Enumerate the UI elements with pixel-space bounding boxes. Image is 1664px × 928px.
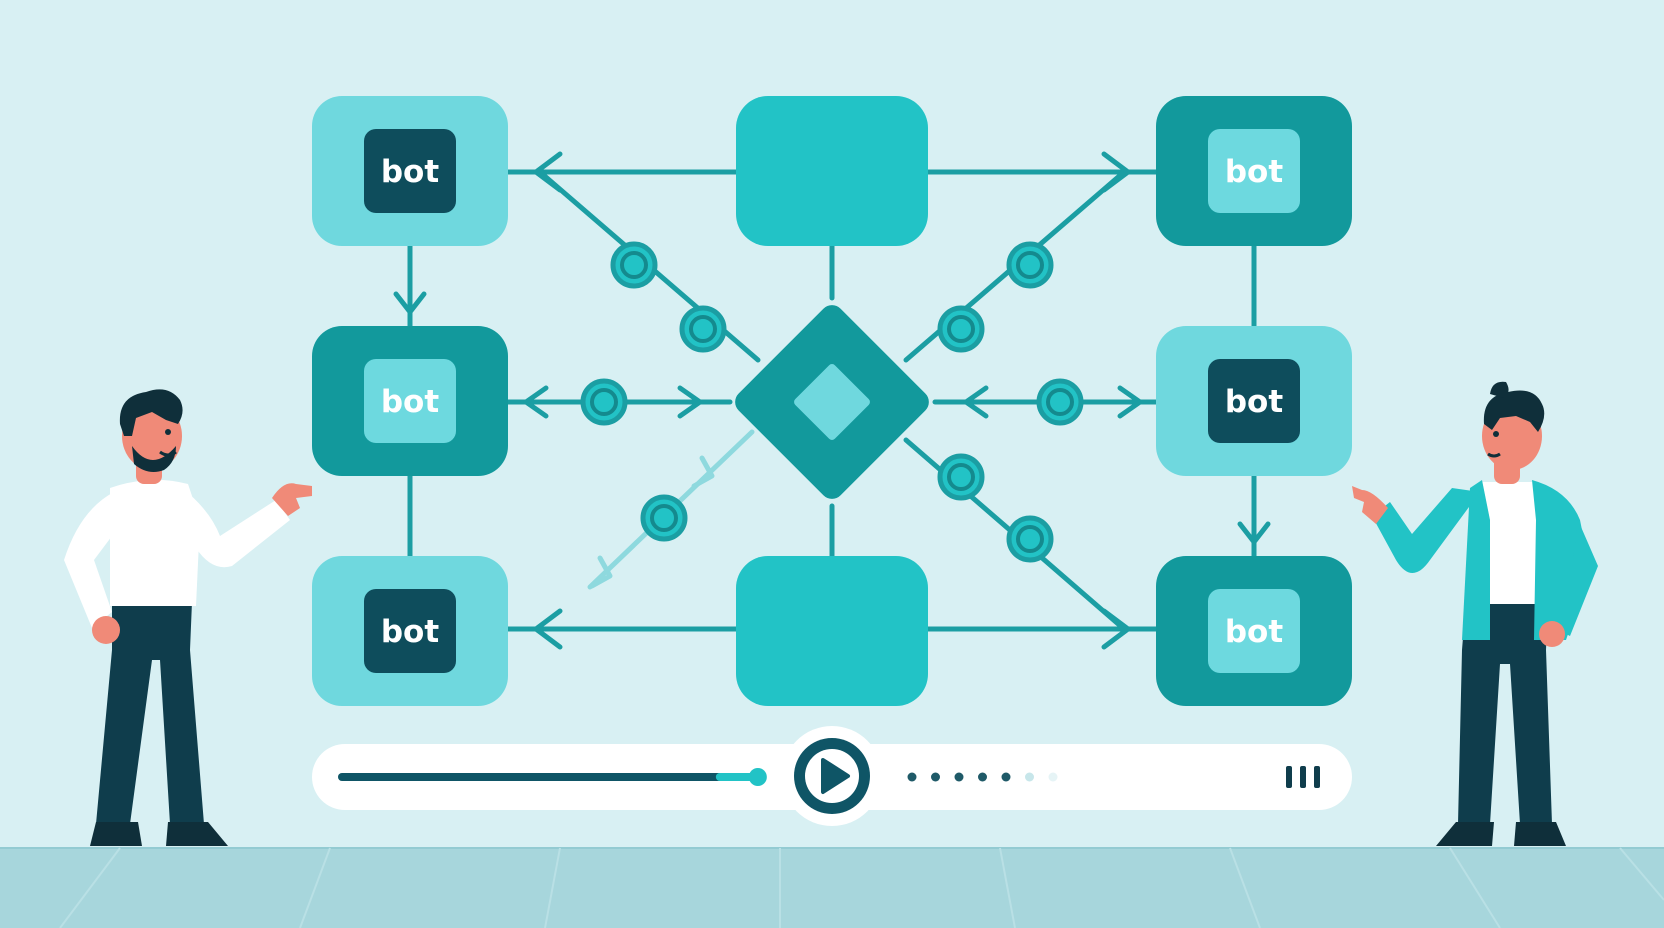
bot-node-top-right[interactable]: bot xyxy=(1156,96,1352,246)
bot-node-top-left[interactable]: bot xyxy=(312,96,508,246)
bot-chip xyxy=(1208,359,1300,443)
junction-dot xyxy=(679,305,727,353)
progress-dot xyxy=(1025,772,1034,782)
arrow-top-right-icon xyxy=(1101,151,1131,193)
play-icon xyxy=(821,758,850,794)
progress-dot xyxy=(978,772,987,782)
bot-node-middle-right[interactable]: bot xyxy=(1156,326,1352,476)
junction-dot xyxy=(937,305,985,353)
bot-chip xyxy=(1208,589,1300,673)
media-player-bar xyxy=(312,726,1352,826)
dot-indicators xyxy=(907,772,1058,782)
presenter-left xyxy=(64,389,312,846)
junction-dot xyxy=(937,453,985,501)
junction-dot xyxy=(1006,515,1054,563)
junction-dot xyxy=(1006,241,1054,289)
arrow-left-down-icon xyxy=(393,291,427,315)
progress-dot xyxy=(1048,772,1058,782)
connector-dots xyxy=(580,241,1084,563)
progress-dot xyxy=(1001,772,1011,782)
pause-bars-icon[interactable] xyxy=(1286,766,1320,788)
junction-dot xyxy=(1036,378,1084,426)
arrow-middle-left-in-icon xyxy=(677,385,703,419)
bot-label: bot xyxy=(1225,614,1283,650)
arrow-bottom-left-icon xyxy=(533,608,563,650)
bot-chip xyxy=(364,359,456,443)
progress-dot xyxy=(931,772,940,782)
progress-knob[interactable] xyxy=(748,768,767,786)
bot-chip xyxy=(364,129,456,213)
arrow-middle-right-in-icon xyxy=(963,385,989,419)
blank-node-top-center[interactable] xyxy=(736,96,928,246)
arrow-middle-right-out-icon xyxy=(1117,385,1143,419)
arrow-right-down-icon xyxy=(1237,521,1271,545)
bot-node-bottom-right[interactable]: bot xyxy=(1156,556,1352,706)
junction-dot xyxy=(610,241,658,289)
bot-label: bot xyxy=(381,384,439,420)
bot-chip xyxy=(1208,129,1300,213)
bot-label: bot xyxy=(1225,154,1283,190)
bot-label: bot xyxy=(1225,384,1283,420)
progress-dot xyxy=(954,772,964,782)
bot-node-middle-left[interactable]: bot xyxy=(312,326,508,476)
arrow-top-left-icon xyxy=(533,151,563,193)
junction-dot xyxy=(640,494,688,542)
bot-chip xyxy=(364,589,456,673)
bot-label: bot xyxy=(381,154,439,190)
arrowheads xyxy=(393,151,1271,650)
junction-dot xyxy=(580,378,628,426)
central-hub-diamond[interactable] xyxy=(730,300,934,504)
presenter-right xyxy=(1352,381,1598,846)
arrow-bottom-right-icon xyxy=(1101,608,1131,650)
arrow-middle-left-out-icon xyxy=(523,385,549,419)
play-button[interactable] xyxy=(782,726,882,826)
bot-node-bottom-left[interactable]: bot xyxy=(312,556,508,706)
bot-label: bot xyxy=(381,614,439,650)
blank-node-bottom-center[interactable] xyxy=(736,556,928,706)
progress-dot xyxy=(907,772,917,782)
progress-track[interactable] xyxy=(338,768,767,786)
floor xyxy=(0,847,1664,928)
